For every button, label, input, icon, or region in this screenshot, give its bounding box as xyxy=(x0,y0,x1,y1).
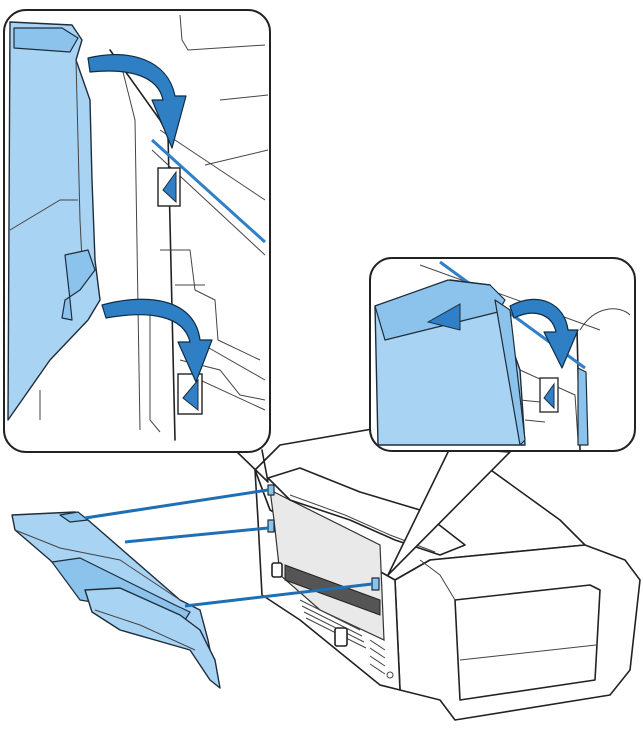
triangle-marker-icon xyxy=(157,167,181,207)
triangle-marker-icon xyxy=(177,373,203,415)
alignment-guides xyxy=(84,488,373,608)
right-detail xyxy=(369,257,636,576)
triangle-marker-icon xyxy=(426,303,461,331)
curved-arrow-icon xyxy=(509,298,579,369)
upper-left-detail xyxy=(3,9,271,483)
curved-arrow-icon xyxy=(87,54,187,149)
triangle-marker-icon xyxy=(543,382,555,410)
paper-support xyxy=(11,511,221,689)
curved-arrow-icon xyxy=(101,298,213,383)
printer xyxy=(254,424,641,721)
